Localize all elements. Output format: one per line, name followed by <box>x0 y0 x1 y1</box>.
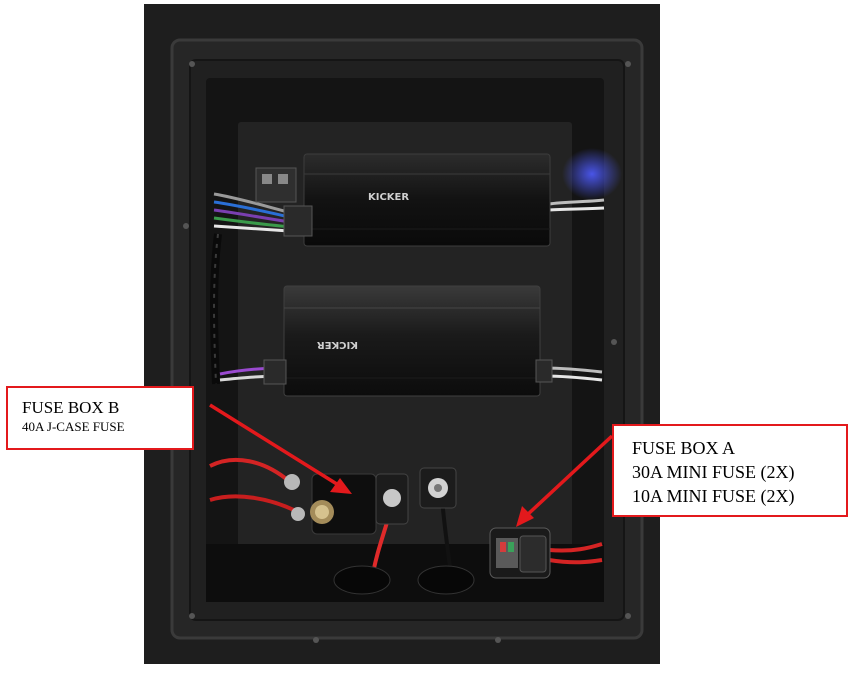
grommet-hole-left <box>333 565 391 595</box>
fuse-box-b-title: FUSE BOX B <box>22 398 120 417</box>
bottom-amplifier <box>263 285 553 397</box>
amplifier-enclosure-photo: KICKER KICKER <box>144 4 660 664</box>
fuse-box-b-spec: 40A J-CASE FUSE <box>22 419 125 434</box>
fuse-box-a-callout: FUSE BOX A 30A MINI FUSE (2X) 10A MINI F… <box>612 424 848 517</box>
bottom-amp-brand-label: KICKER <box>317 339 358 350</box>
fuse-box-a <box>489 527 551 579</box>
top-amp-brand-label: KICKER <box>368 192 409 203</box>
fuse-box-a-spec-1: 30A MINI FUSE (2X) <box>632 462 795 482</box>
blue-led-glow <box>562 148 622 200</box>
fuse-box-a-spec-2: 10A MINI FUSE (2X) <box>632 486 795 506</box>
grommet-hole-right <box>417 565 475 595</box>
terminal-posts <box>375 467 457 525</box>
top-amplifier <box>255 153 551 247</box>
fuse-box-b-callout: FUSE BOX B 40A J-CASE FUSE <box>6 386 194 450</box>
fuse-box-a-title: FUSE BOX A <box>632 438 736 458</box>
